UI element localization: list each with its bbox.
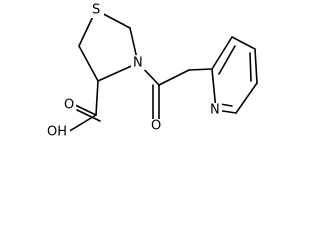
acid-group-label-mask <box>46 125 70 140</box>
bond-py-inner-2 <box>249 52 252 82</box>
acid-carbonyl-oxygen-label-mask <box>62 98 76 113</box>
bond-carbonyl-ch2 <box>158 69 190 86</box>
ring-nitrogen-label-mask <box>131 55 145 70</box>
bond-py-c3-c4 <box>231 36 256 50</box>
molecule-canvas: S N O OH O N <box>46 3 258 140</box>
bond-py-c4-c5 <box>254 48 258 84</box>
bond-py-c2-c3 <box>211 36 233 70</box>
pyridine-nitrogen-label: N <box>210 103 220 118</box>
bond-py-c5-c6 <box>235 82 258 114</box>
molecule-structure: S N O OH O N <box>46 3 258 140</box>
bond-cooh-oh <box>67 114 97 133</box>
sulfur-label-mask <box>90 3 104 18</box>
acid-carbonyl-oxygen-label: O <box>64 98 74 113</box>
ring-nitrogen-label: N <box>133 56 143 71</box>
carbonyl-oxygen-label-mask <box>149 119 163 134</box>
pyridine-nitrogen-label-mask <box>208 103 222 118</box>
bond-ch2-pyridine <box>188 68 213 71</box>
bond-cooh-o-double-b <box>76 109 101 122</box>
bond-py-inner-1 <box>218 45 236 75</box>
acid-group-label: OH <box>47 125 67 140</box>
sulfur-label: S <box>92 3 100 18</box>
bond-cooh-o-double-a <box>72 103 97 116</box>
bond-c4-cooh <box>95 80 99 116</box>
carbonyl-oxygen-label: O <box>151 119 161 134</box>
bond-c4-c5 <box>78 45 99 82</box>
